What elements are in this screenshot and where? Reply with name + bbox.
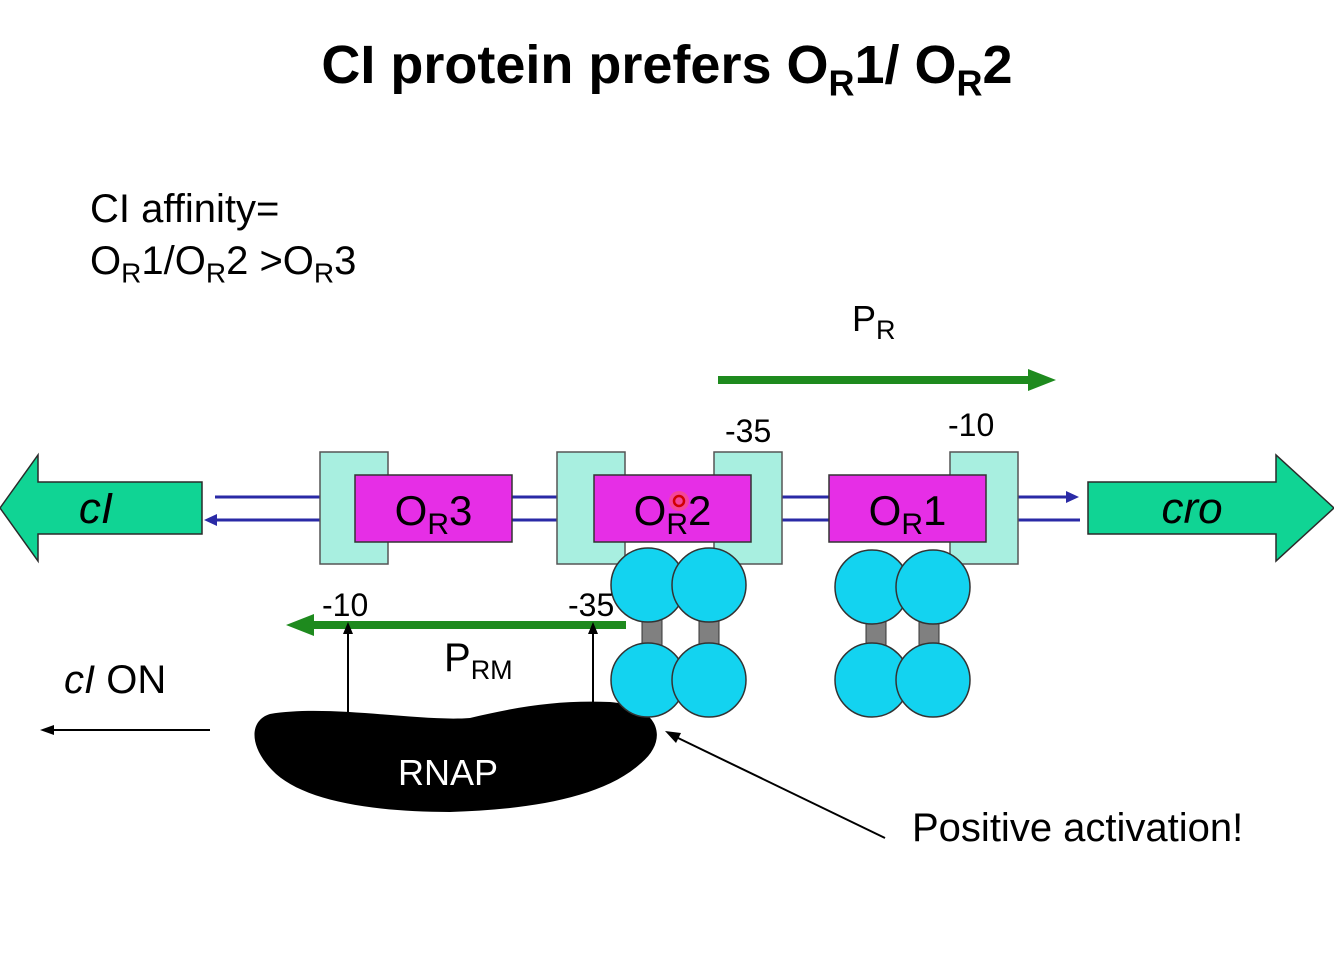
prm-minus10-label: -10 — [322, 587, 369, 623]
affinity-line-1: CI affinity= — [90, 187, 280, 231]
slide-title: CI protein prefers OR1/ OR2 — [321, 35, 1013, 104]
prm-label: PRM — [444, 636, 513, 686]
promoter-boxes — [319, 451, 1019, 565]
rnap-contact-arrows — [343, 622, 598, 712]
ci-on-label: cI ON — [64, 658, 167, 702]
pr-label: PR — [852, 298, 896, 346]
ci-monomer — [895, 549, 971, 625]
ci-monomer — [671, 642, 747, 718]
pr-minus10-label: -10 — [948, 407, 995, 443]
operator-or2-label: OR2 — [633, 487, 712, 541]
ci-dimers-or2 — [610, 547, 747, 718]
operator-or3-box — [354, 474, 513, 543]
positive-activation-label: Positive activation! — [912, 806, 1244, 850]
pr-arrow — [718, 369, 1056, 391]
ci-dimers-or1 — [834, 549, 971, 718]
gene-cI-arrow — [0, 452, 203, 564]
rnap-label: RNAP — [398, 752, 499, 793]
operator-or1-box — [828, 474, 987, 543]
gene-cI-label: cI — [78, 484, 114, 533]
positive-activation-arrow — [665, 731, 886, 839]
cursor-marker — [669, 491, 689, 511]
affinity-line-2: OR1/OR2 >OR3 — [90, 239, 357, 289]
ci-on-arrow — [40, 725, 210, 735]
ci-monomer — [895, 642, 971, 718]
prm-arrow — [286, 614, 626, 636]
gene-cro-arrow — [1087, 453, 1334, 563]
rnap-shape — [254, 701, 657, 812]
prm-minus35-label: -35 — [568, 587, 615, 623]
gene-cro-label: cro — [1161, 484, 1223, 533]
ci-monomer — [671, 547, 747, 623]
pr-minus35-label: -35 — [725, 413, 772, 449]
affinity-text: CI affinity= OR1/OR2 >OR3 — [90, 183, 356, 287]
operator-or3-label: OR3 — [394, 487, 473, 541]
operators — [354, 474, 987, 543]
operator-or1-label: OR1 — [868, 487, 947, 541]
